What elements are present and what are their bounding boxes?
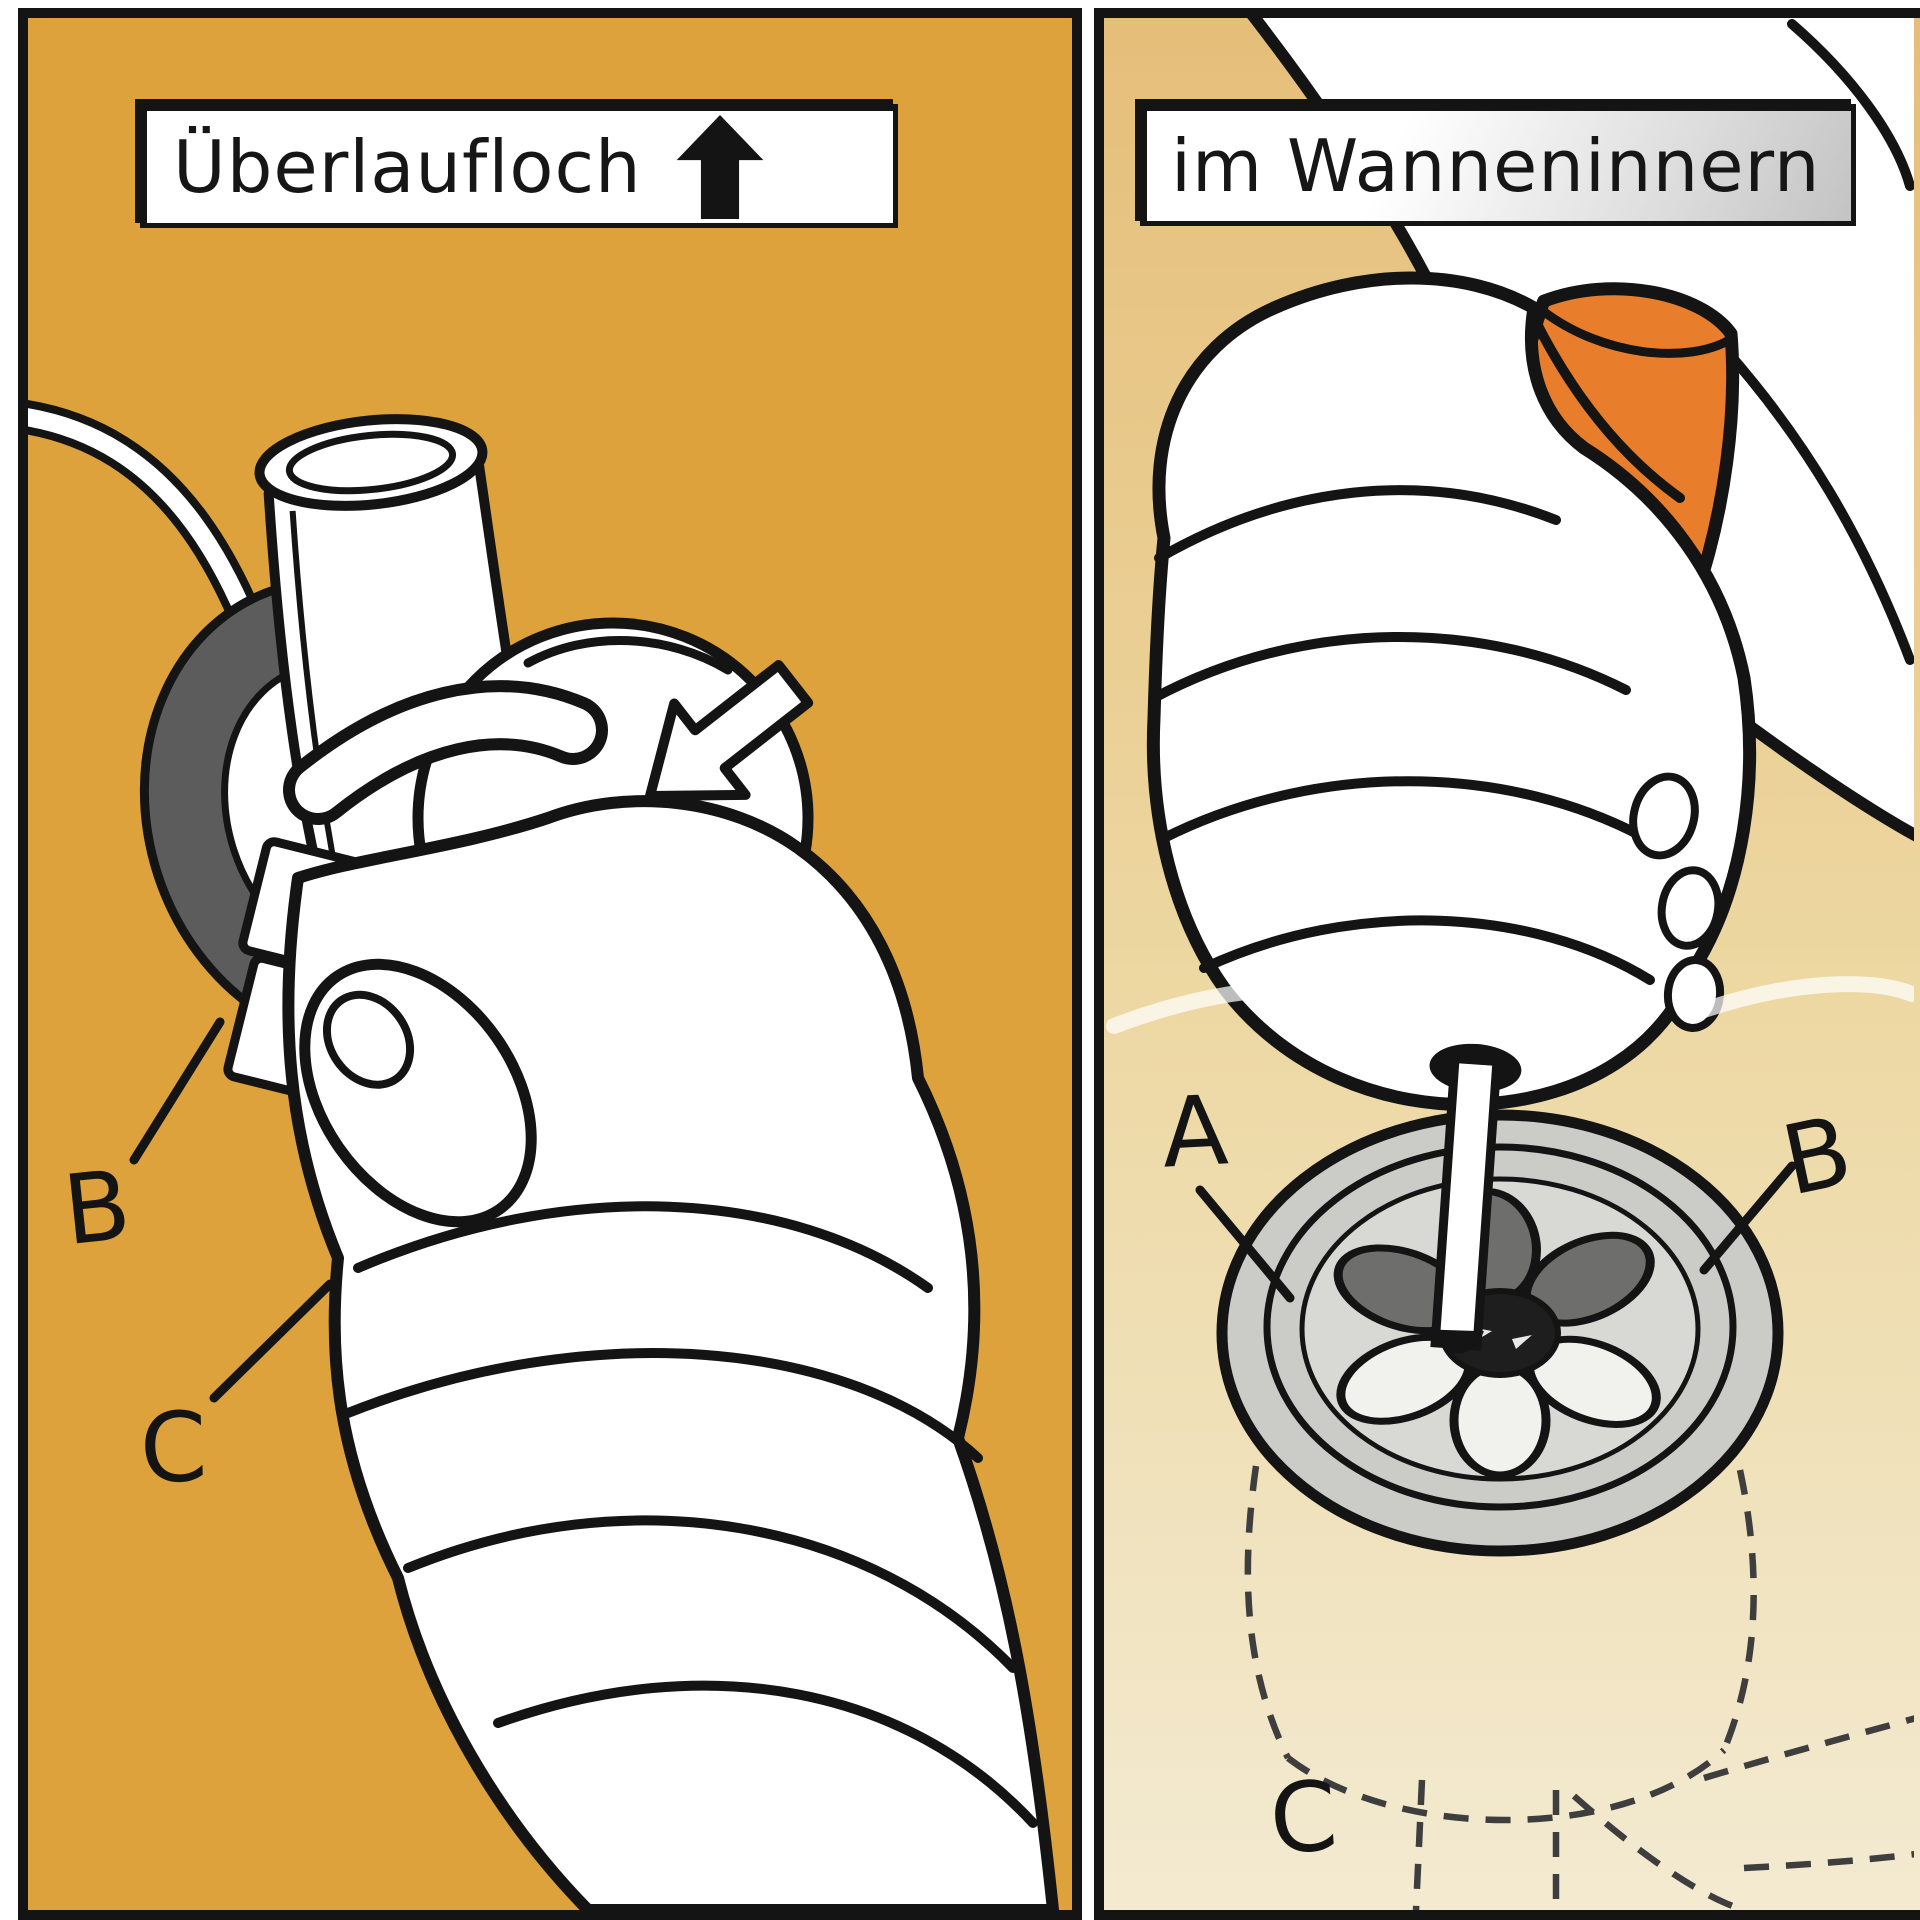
- hidden-drain-dashed-outline: [1244, 1465, 1914, 1910]
- tub-surface-highlight: [1106, 976, 1914, 1034]
- direction-arrow-icon: [645, 660, 814, 801]
- leader-line-c: [209, 1279, 335, 1403]
- overflow-fitting-illustration: [28, 400, 1059, 1910]
- right-title-text: im Wanneninnern: [1171, 124, 1821, 208]
- left-title-text: Überlaufloch: [173, 125, 642, 209]
- fingernails: [1629, 772, 1725, 1032]
- part-label-a-right: A: [1159, 1074, 1231, 1190]
- part-label-c-right: C: [1266, 1759, 1341, 1877]
- screwdriver-shaft: [1429, 1043, 1522, 1354]
- leader-line-b: [1699, 1161, 1797, 1275]
- part-label-b-left: B: [58, 1148, 136, 1268]
- left-title-box: Überlaufloch: [140, 104, 898, 228]
- drain-strainer: [1216, 1109, 1784, 1557]
- thumb: [299, 958, 537, 1228]
- leader-line-b: [129, 1017, 225, 1165]
- up-arrow-icon: [676, 115, 764, 219]
- panel-overflow-hole: Überlaufloch B C: [18, 8, 1082, 1920]
- right-title-box: im Wanneninnern: [1140, 104, 1856, 226]
- leader-line-a: [1195, 1185, 1295, 1303]
- part-label-c-left: C: [138, 1390, 209, 1506]
- panel-tub-interior: im Wanneninnern A B C: [1094, 8, 1920, 1920]
- drain-screwdriver-illustration: [1106, 18, 1914, 1910]
- hand: [1146, 271, 1757, 1112]
